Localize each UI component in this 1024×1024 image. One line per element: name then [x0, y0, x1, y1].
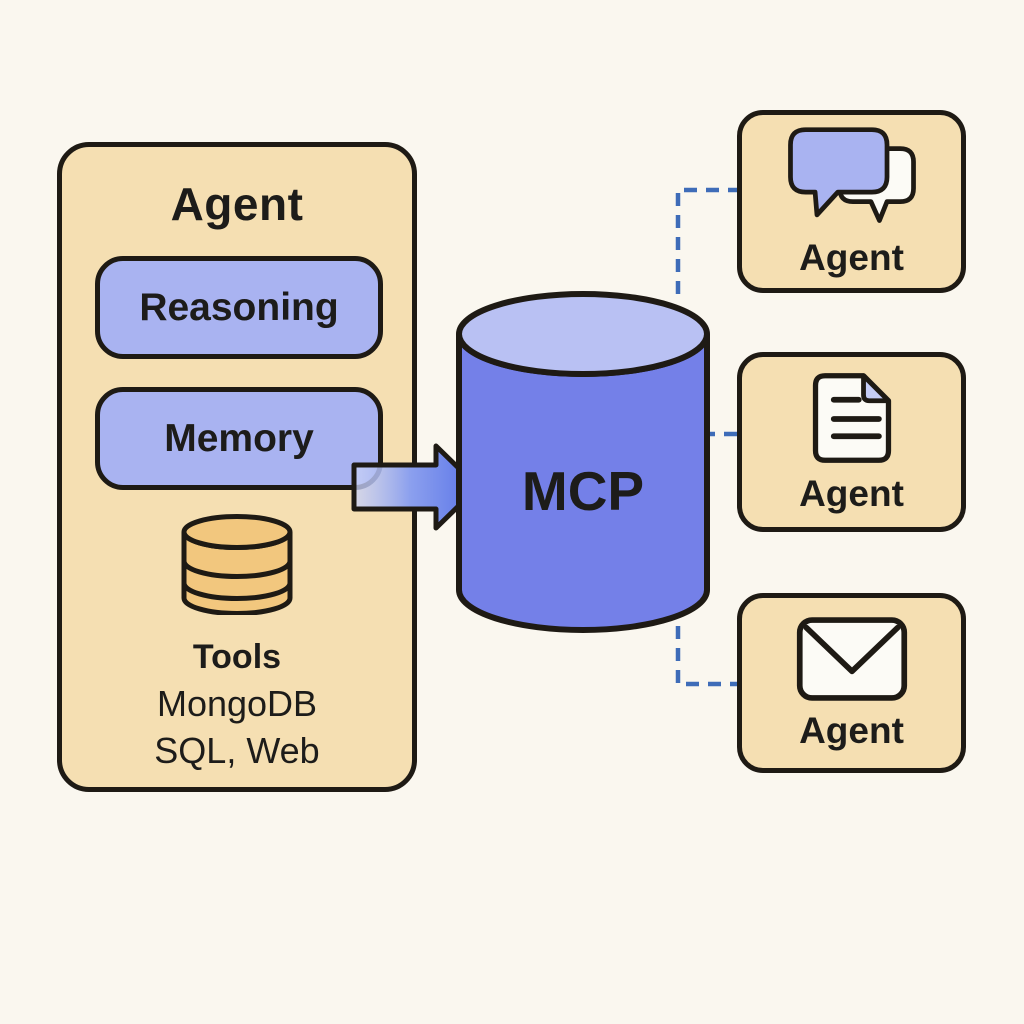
tools-heading: Tools — [192, 638, 282, 676]
mcp-label: MCP — [522, 460, 644, 522]
document-icon — [812, 372, 891, 463]
agent-panel-title: Agent — [170, 178, 304, 230]
chat-bubbles-icon — [787, 127, 916, 223]
client-label: Agent — [799, 709, 904, 751]
client-agent-chat: Agent — [737, 110, 966, 293]
memory-node: Memory — [95, 387, 383, 490]
mcp-hub: MCP — [456, 291, 710, 633]
memory-label: Memory — [164, 416, 314, 460]
tools-line-sql-web: SQL, Web — [154, 730, 320, 772]
client-agent-document: Agent — [737, 352, 966, 532]
client-label: Agent — [799, 237, 904, 278]
client-agent-mail: Agent — [737, 593, 966, 773]
connector-top — [675, 187, 740, 294]
tools-line-mongodb: MongoDB — [156, 682, 318, 724]
reasoning-label: Reasoning — [139, 285, 339, 329]
client-label: Agent — [799, 472, 904, 514]
database-icon — [62, 511, 412, 615]
tools-section: Tools MongoDB SQL, Web — [62, 635, 412, 775]
envelope-icon — [796, 616, 907, 701]
agent-panel: Agent Reasoning Memory Tools MongoDB SQL… — [57, 142, 417, 792]
reasoning-node: Reasoning — [95, 256, 383, 359]
